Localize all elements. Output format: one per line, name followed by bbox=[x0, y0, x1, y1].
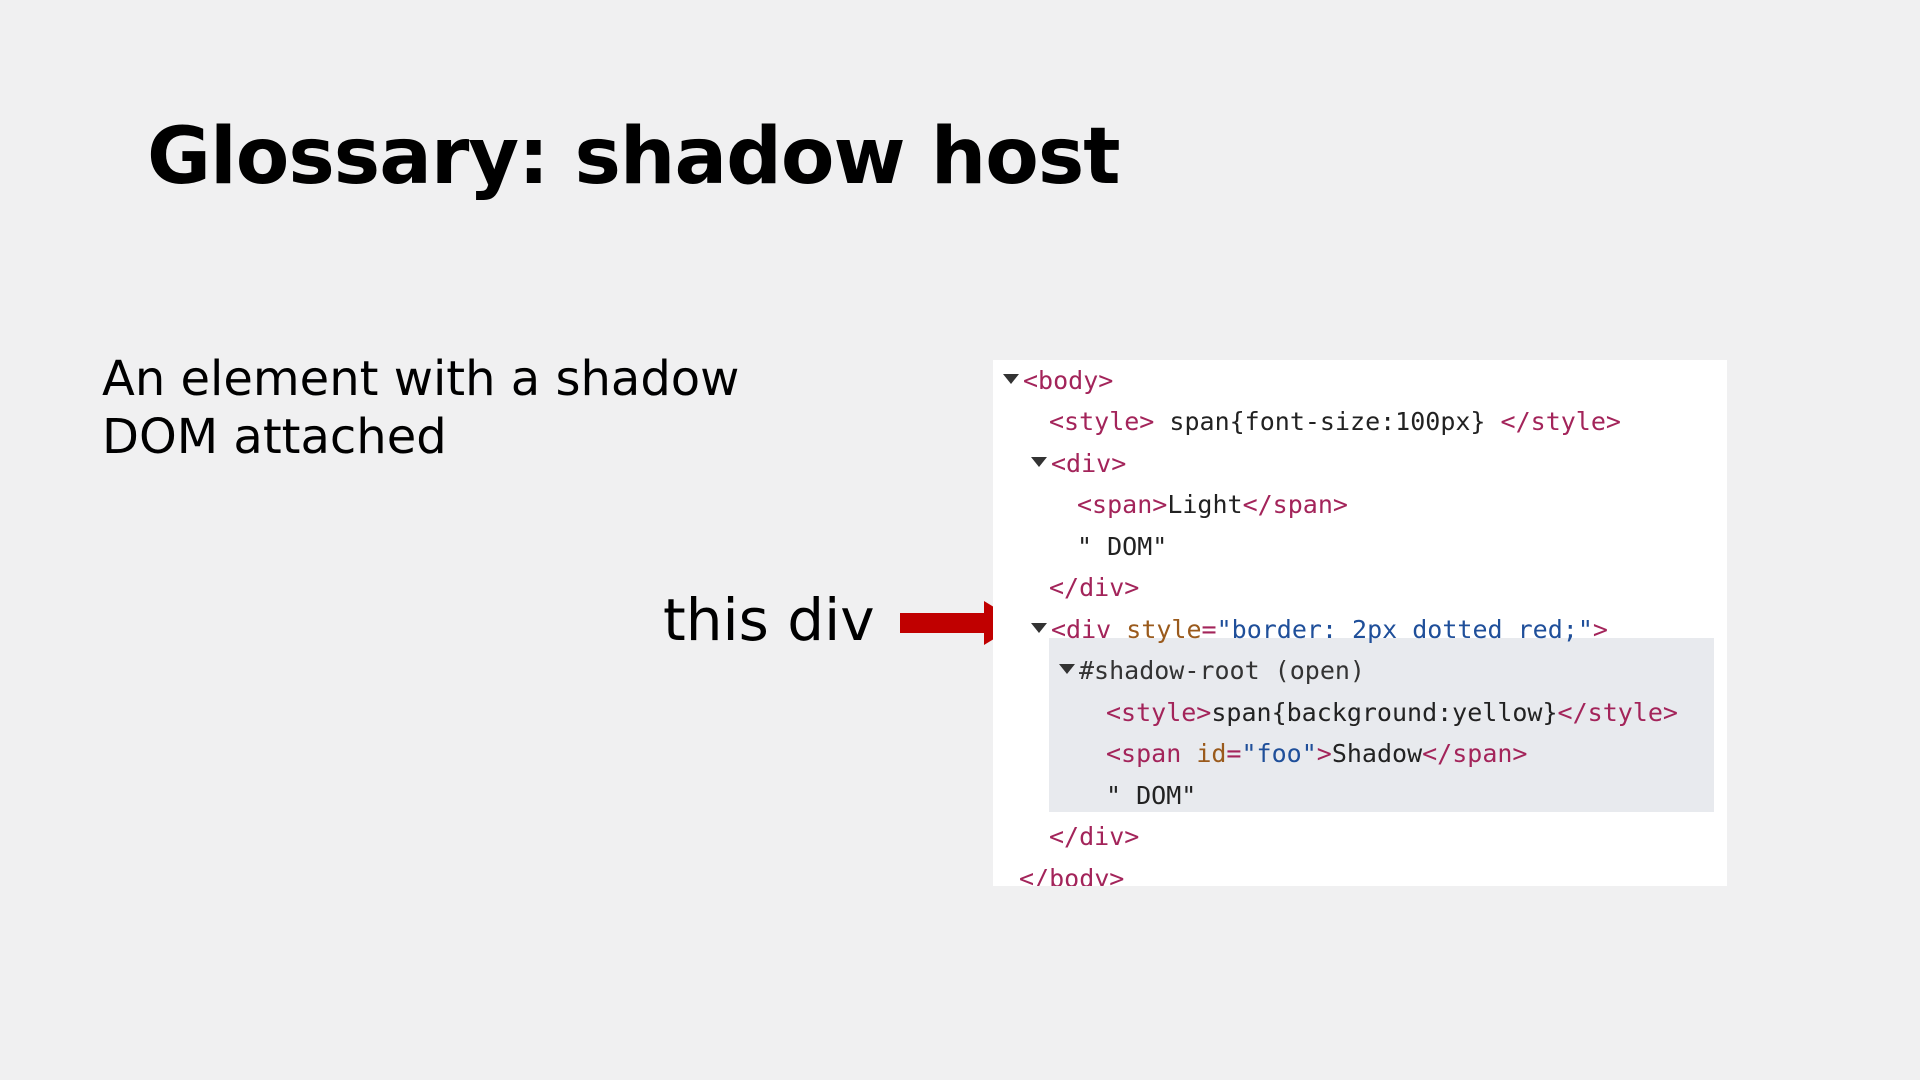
dom-node-shadow-style[interactable]: <style>span{background:yellow}</style> bbox=[1106, 692, 1678, 733]
slide-title: Glossary: shadow host bbox=[147, 112, 1121, 202]
tag-close: </span> bbox=[1242, 490, 1348, 519]
tag-open: <span> bbox=[1077, 490, 1168, 519]
tag-close: </style> bbox=[1500, 407, 1621, 436]
tag-open: <span bbox=[1106, 739, 1197, 768]
text-node-value: " DOM" bbox=[1106, 781, 1197, 810]
shadow-root-highlight bbox=[1049, 638, 1714, 812]
devtools-elements-panel: <body> <style> span{font-size:100px} </s… bbox=[993, 360, 1727, 886]
dom-node-body[interactable]: <body> bbox=[1003, 360, 1113, 401]
tag-open: <style> bbox=[1106, 698, 1212, 727]
shadow-root-label: #shadow-root (open) bbox=[1079, 656, 1365, 685]
dom-node-div-close: </div> bbox=[1049, 567, 1139, 608]
attr-name: style bbox=[1126, 615, 1202, 644]
style-content: span{font-size:100px} bbox=[1154, 407, 1501, 436]
tag-text: <div> bbox=[1051, 449, 1127, 478]
attr-eq: = bbox=[1226, 739, 1242, 768]
dom-node-shadow-root[interactable]: #shadow-root (open) bbox=[1059, 650, 1365, 691]
slide-description: An element with a shadow DOM attached bbox=[102, 351, 740, 465]
span-content: Shadow bbox=[1331, 739, 1423, 768]
style-content: span{background:yellow} bbox=[1211, 698, 1558, 727]
dom-text-node[interactable]: " DOM" bbox=[1077, 526, 1167, 567]
pointer-label: this div bbox=[663, 586, 875, 654]
tag-text: <body> bbox=[1023, 366, 1114, 395]
attr-eq: = bbox=[1201, 615, 1217, 644]
dom-node-div-shadow-host[interactable]: <div style="border: 2px dotted red;"> bbox=[1031, 609, 1608, 650]
attr-name: id bbox=[1196, 739, 1227, 768]
span-content: Light bbox=[1167, 490, 1243, 519]
text-node-value: " DOM" bbox=[1077, 532, 1168, 561]
dom-node-style[interactable]: <style> span{font-size:100px} </style> bbox=[1049, 401, 1621, 442]
expand-triangle-icon[interactable] bbox=[1059, 664, 1075, 674]
attr-value: "border: 2px dotted red;" bbox=[1216, 615, 1593, 644]
tag-end: </span> bbox=[1422, 739, 1528, 768]
tag-close: </style> bbox=[1557, 698, 1678, 727]
dom-node-body-close: </body> bbox=[1019, 858, 1124, 886]
dom-node-span-light[interactable]: <span>Light</span> bbox=[1077, 484, 1348, 525]
tag-open: <style> bbox=[1049, 407, 1155, 436]
expand-triangle-icon[interactable] bbox=[1003, 374, 1019, 384]
tag-close: > bbox=[1592, 615, 1608, 644]
tag-text: </div> bbox=[1049, 573, 1140, 602]
tag-text: </body> bbox=[1019, 864, 1125, 886]
expand-triangle-icon[interactable] bbox=[1031, 623, 1047, 633]
dom-node-shadow-span[interactable]: <span id="foo">Shadow</span> bbox=[1106, 733, 1527, 774]
tag-open: <div bbox=[1051, 615, 1127, 644]
tag-close: > bbox=[1316, 739, 1332, 768]
dom-node-div-host-close: </div> bbox=[1049, 816, 1139, 857]
dom-shadow-text-node[interactable]: " DOM" bbox=[1106, 775, 1196, 816]
tag-text: </div> bbox=[1049, 822, 1140, 851]
attr-value: "foo" bbox=[1241, 739, 1317, 768]
expand-triangle-icon[interactable] bbox=[1031, 457, 1047, 467]
dom-node-div-light[interactable]: <div> bbox=[1031, 443, 1126, 484]
